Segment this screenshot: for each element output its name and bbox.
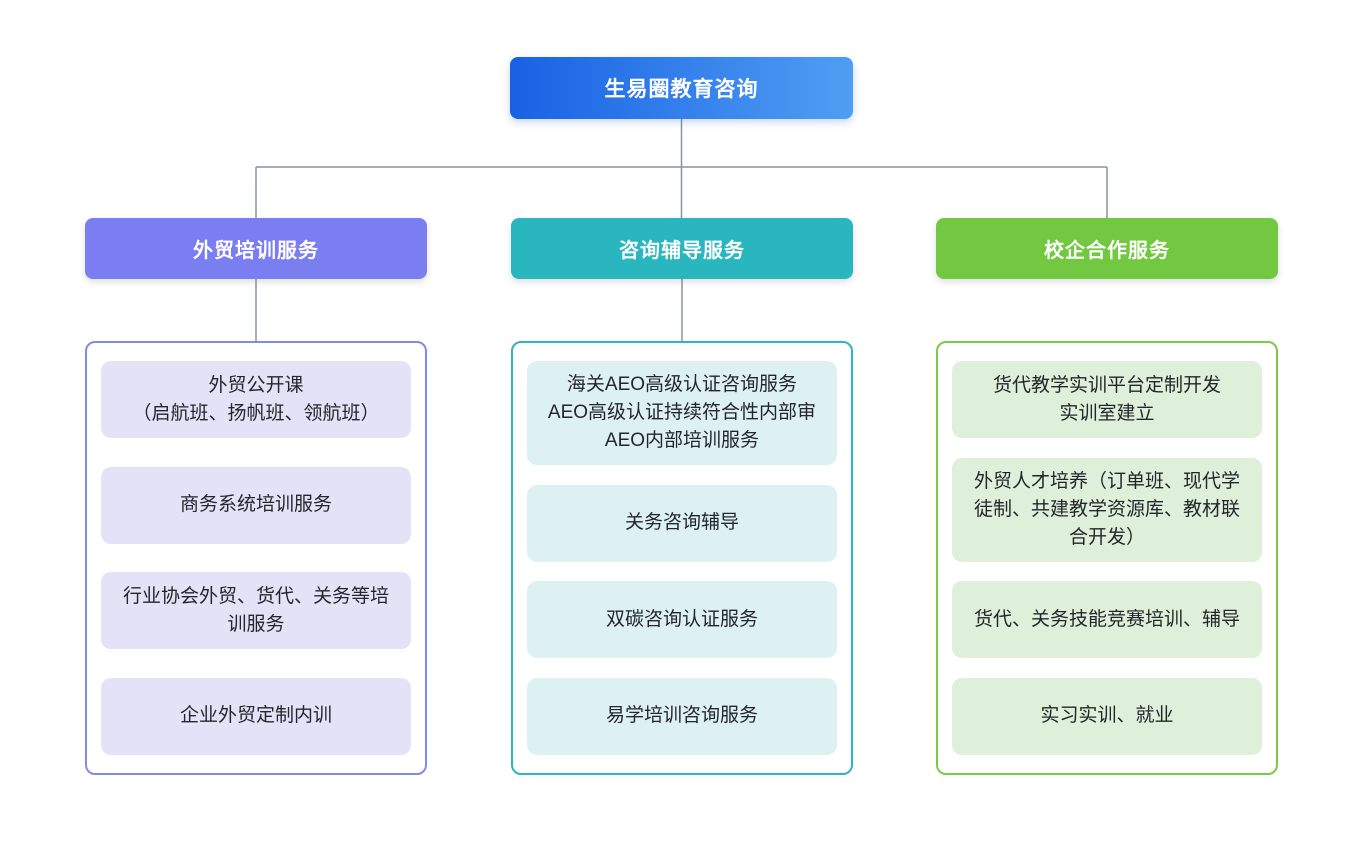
- leaf-node: 货代教学实训平台定制开发 实训室建立: [952, 361, 1262, 438]
- branch-header-label: 校企合作服务: [1044, 240, 1170, 262]
- leaf-node: 行业协会外贸、货代、关务等培训服务: [101, 572, 411, 650]
- leaf-node: 关务咨询辅导: [527, 484, 837, 562]
- leaf-node: 实习实训、就业: [952, 677, 1262, 755]
- leaf-node: 企业外贸定制内训: [101, 677, 411, 755]
- leaf-node: 外贸人才培养（订单班、现代学徒制、共建教学资源库、教材联合开发）: [952, 457, 1262, 562]
- branch-group-consulting: 海关AEO高级认证咨询服务 AEO高级认证持续符合性内部审 AEO内部培训服务 …: [511, 341, 853, 775]
- branch-header-label: 外贸培训服务: [193, 240, 319, 262]
- leaf-node: 海关AEO高级认证咨询服务 AEO高级认证持续符合性内部审 AEO内部培训服务: [527, 361, 837, 465]
- branch-header-trade-training: 外贸培训服务: [85, 218, 427, 279]
- leaf-node: 商务系统培训服务: [101, 466, 411, 544]
- leaf-node: 易学培训咨询服务: [527, 677, 837, 755]
- branch-header-consulting: 咨询辅导服务: [511, 218, 853, 279]
- leaf-node: 外贸公开课 （启航班、扬帆班、领航班）: [101, 361, 411, 438]
- branch-header-label: 咨询辅导服务: [619, 240, 745, 262]
- branch-header-school-enterprise: 校企合作服务: [936, 218, 1278, 279]
- leaf-node: 货代、关务技能竞赛培训、辅导: [952, 581, 1262, 659]
- branch-group-school-enterprise: 货代教学实训平台定制开发 实训室建立 外贸人才培养（订单班、现代学徒制、共建教学…: [936, 341, 1278, 775]
- branch-group-trade-training: 外贸公开课 （启航班、扬帆班、领航班） 商务系统培训服务 行业协会外贸、货代、关…: [85, 341, 427, 775]
- root-node: 生易圈教育咨询: [510, 57, 853, 119]
- root-node-label: 生易圈教育咨询: [604, 78, 759, 101]
- leaf-node: 双碳咨询认证服务: [527, 581, 837, 659]
